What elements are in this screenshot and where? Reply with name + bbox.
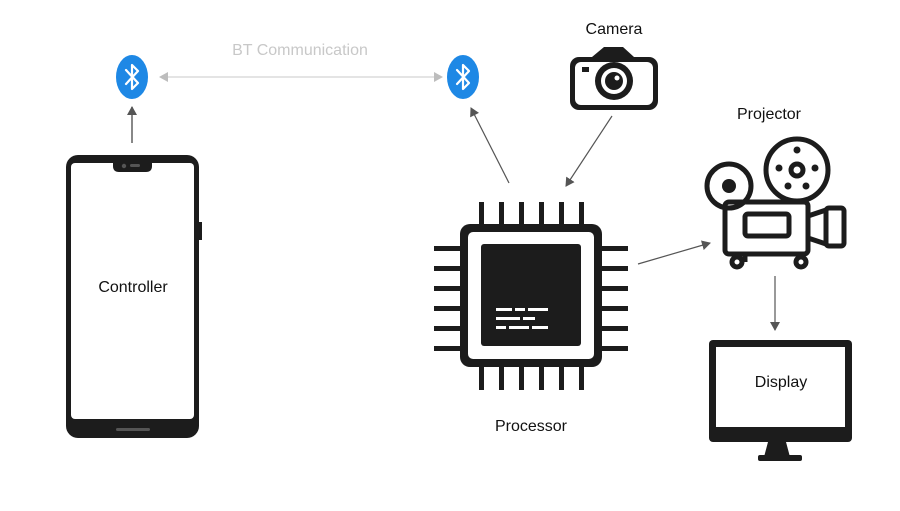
bluetooth-icon bbox=[116, 55, 148, 99]
processor-to-bluetooth-arrow bbox=[470, 107, 510, 184]
processor-to-projector-arrow bbox=[637, 240, 711, 265]
bluetooth-icon bbox=[447, 55, 479, 99]
processor-label: Processor bbox=[494, 418, 568, 435]
film-projector-icon bbox=[704, 136, 847, 270]
smartphone-icon bbox=[66, 155, 202, 438]
display-label: Display bbox=[754, 374, 808, 391]
bt-communication-label: BT Communication bbox=[232, 42, 368, 59]
monitor-icon bbox=[709, 340, 852, 461]
camera-label: Camera bbox=[585, 21, 643, 38]
controller-label: Controller bbox=[98, 279, 168, 296]
chip-icon bbox=[434, 202, 628, 390]
projector-label: Projector bbox=[736, 106, 802, 123]
camera-to-processor-arrow bbox=[565, 115, 613, 187]
camera-icon bbox=[570, 47, 658, 110]
